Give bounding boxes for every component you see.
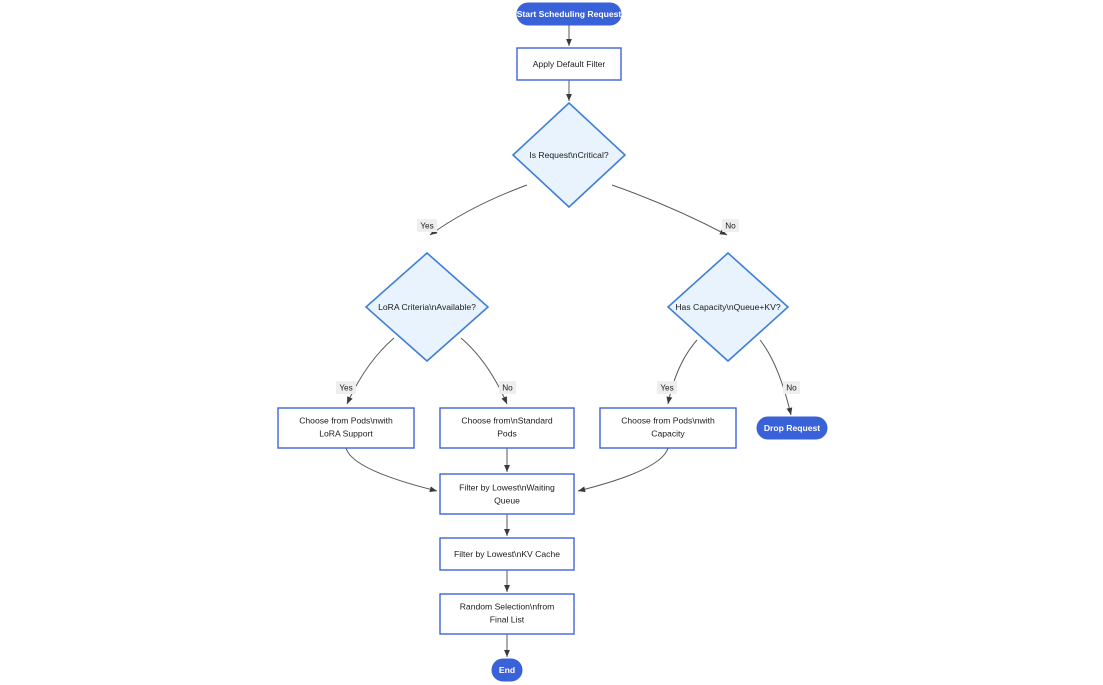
edge-label-text: No [502, 384, 513, 393]
node-filter-waiting-queue-shape[interactable] [439, 473, 575, 515]
node-end-label: End [499, 665, 515, 675]
edge-capacity-to-pods-cap [666, 339, 698, 405]
edge-pods-lora-to-waiting [345, 447, 438, 493]
node-is-request-critical-label: Is Request\nCritical? [529, 150, 609, 160]
edge-label-text: Yes [660, 384, 673, 393]
edge-layer [345, 25, 793, 658]
node-lora-criteria-available-label: LoRA Criteria\nAvailable? [378, 302, 476, 312]
edge-label-critical-no: No [722, 219, 739, 232]
edge-label-critical-yes: Yes [417, 219, 437, 232]
node-filter-kv-cache-shape[interactable] [439, 537, 575, 571]
node-choose-pods-with-capacity[interactable]: Choose from Pods\nwith Capacity [599, 407, 737, 449]
node-random-selection[interactable]: Random Selection\nfrom Final List [439, 593, 575, 635]
node-is-request-critical[interactable]: Is Request\nCritical? [511, 101, 627, 209]
node-filter-waiting-queue-label-line2: Queue [494, 495, 520, 505]
node-choose-standard-pods[interactable]: Choose from\nStandard Pods [439, 407, 575, 449]
node-filter-kv-cache[interactable]: Filter by Lowest\nKV Cache [439, 537, 575, 571]
node-lora-criteria-available-shape[interactable] [364, 251, 490, 363]
node-end[interactable]: End [491, 658, 523, 682]
node-drop-request-label: Drop Request [764, 423, 820, 433]
node-choose-standard-pods-label-line1: Choose from\nStandard [461, 415, 552, 425]
node-drop-request-shape[interactable] [756, 416, 828, 440]
node-filter-kv-cache-label: Filter by Lowest\nKV Cache [454, 549, 560, 559]
node-filter-waiting-queue[interactable]: Filter by Lowest\nWaiting Queue [439, 473, 575, 515]
edge-label-text: Yes [339, 384, 352, 393]
node-has-capacity-queue-kv-shape[interactable] [666, 251, 790, 363]
node-random-selection-label-line2: Final List [490, 614, 525, 624]
edge-label-capacity-yes: Yes [657, 381, 677, 394]
edge-label-lora-yes: Yes [336, 381, 356, 394]
node-choose-pods-with-capacity-label-line2: Capacity [651, 428, 685, 438]
node-has-capacity-queue-kv-label: Has Capacity\nQueue+KV? [675, 302, 781, 312]
node-layer: Start Scheduling Request Apply Default F… [277, 2, 828, 682]
node-apply-default-filter[interactable]: Apply Default Filter [516, 47, 622, 81]
node-apply-default-filter-label: Apply Default Filter [533, 59, 606, 69]
node-random-selection-shape[interactable] [439, 593, 575, 635]
node-start-shape[interactable] [516, 2, 622, 26]
node-choose-pods-with-capacity-shape[interactable] [599, 407, 737, 449]
node-end-shape[interactable] [491, 658, 523, 682]
edge-label-text: No [786, 384, 797, 393]
edge-label-text: No [725, 222, 736, 231]
node-filter-waiting-queue-label-line1: Filter by Lowest\nWaiting [459, 482, 555, 492]
edge-label-lora-no: No [499, 381, 516, 394]
node-lora-criteria-available[interactable]: LoRA Criteria\nAvailable? [364, 251, 490, 363]
edge-pods-cap-to-waiting [577, 447, 669, 493]
node-choose-pods-lora-support-label-line2: LoRA Support [319, 428, 373, 438]
edge-capacity-to-drop [759, 339, 793, 416]
node-start[interactable]: Start Scheduling Request [516, 2, 622, 26]
edge-label-text: Yes [420, 222, 433, 231]
node-is-request-critical-shape[interactable] [511, 101, 627, 209]
node-choose-pods-lora-support[interactable]: Choose from Pods\nwith LoRA Support [277, 407, 415, 449]
node-random-selection-label-line1: Random Selection\nfrom [460, 601, 555, 611]
node-start-label: Start Scheduling Request [517, 9, 622, 19]
edge-lora-to-pods-std [460, 337, 508, 405]
node-choose-pods-with-capacity-label-line1: Choose from Pods\nwith [621, 415, 715, 425]
edge-critical-to-lora [429, 184, 528, 236]
edge-label-layer: Yes No Yes No Yes No [336, 219, 800, 394]
node-has-capacity-queue-kv[interactable]: Has Capacity\nQueue+KV? [666, 251, 790, 363]
edge-lora-to-pods-lora [346, 337, 395, 405]
node-apply-default-filter-shape[interactable] [516, 47, 622, 81]
node-choose-standard-pods-shape[interactable] [439, 407, 575, 449]
edge-critical-to-capacity [611, 184, 728, 236]
node-choose-standard-pods-label-line2: Pods [497, 428, 517, 438]
node-drop-request[interactable]: Drop Request [756, 416, 828, 440]
node-choose-pods-lora-support-shape[interactable] [277, 407, 415, 449]
node-choose-pods-lora-support-label-line1: Choose from Pods\nwith [299, 415, 393, 425]
edge-label-capacity-no: No [783, 381, 800, 394]
